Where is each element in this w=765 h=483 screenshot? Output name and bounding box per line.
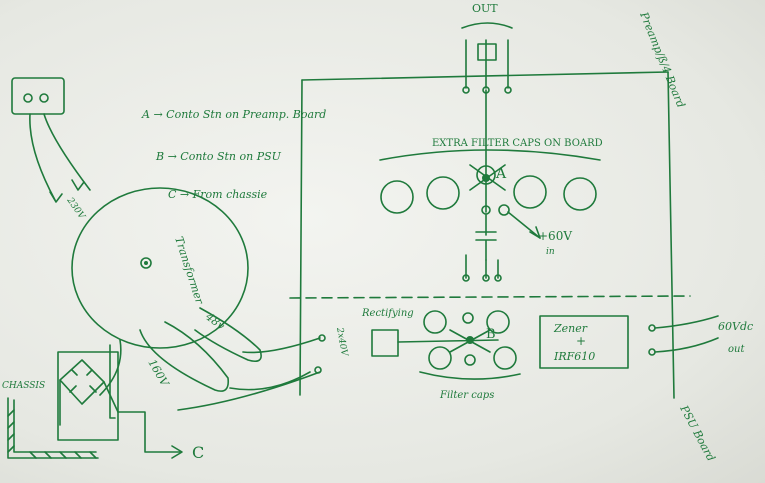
zener-line1: Zener <box>553 322 588 335</box>
psu-board-label: PSU Board <box>677 402 718 463</box>
secondary-windings <box>99 307 262 419</box>
bridge-rectifier <box>57 351 183 459</box>
chassis-label: CHASSIS <box>2 381 45 391</box>
legend-b: B → Conto Stn on PSU <box>155 150 282 163</box>
regulator-box <box>539 315 629 369</box>
transformer-label: Transformer <box>172 235 206 306</box>
v160-label: 160V <box>145 357 171 389</box>
psu-input-terminals <box>314 334 326 374</box>
in-label: in <box>546 247 555 257</box>
zener-plus: + <box>576 334 586 348</box>
preamp-board-label: Preamp/ß/4 Board <box>637 9 688 109</box>
node-b-label: B <box>486 327 496 342</box>
legend-a: A → Conto Stn on Preamp. Board <box>141 108 326 121</box>
chassis-symbol <box>7 397 99 459</box>
output-terminals <box>461 22 513 94</box>
out-right-label: out <box>728 344 745 355</box>
dc-output-terminals <box>648 315 719 356</box>
out-60vdc-label: 60Vdc <box>718 320 753 333</box>
legend-c: C → From chassie <box>168 188 268 201</box>
filter-caps-label: Filter caps <box>439 390 494 401</box>
bridge-label: 2x40V <box>334 326 349 359</box>
v230-label: 230V <box>64 195 87 222</box>
rectifier-block <box>371 329 399 357</box>
zener-line2: IRF610 <box>553 350 595 363</box>
plus60-label: +60V <box>538 229 572 243</box>
node-c-label: C <box>192 443 204 462</box>
transformer <box>71 187 249 349</box>
node-a-label: A <box>495 166 507 182</box>
mains-plug <box>11 77 91 203</box>
filter-caps-psu <box>397 310 521 380</box>
filter-caps-preamp <box>380 89 597 282</box>
out-top-label: OUT <box>472 2 498 15</box>
preamp-board <box>289 71 691 399</box>
extra-caps-label: EXTRA FILTER CAPS ON BOARD <box>432 138 603 149</box>
rectifying-label: Rectifying <box>361 308 414 319</box>
